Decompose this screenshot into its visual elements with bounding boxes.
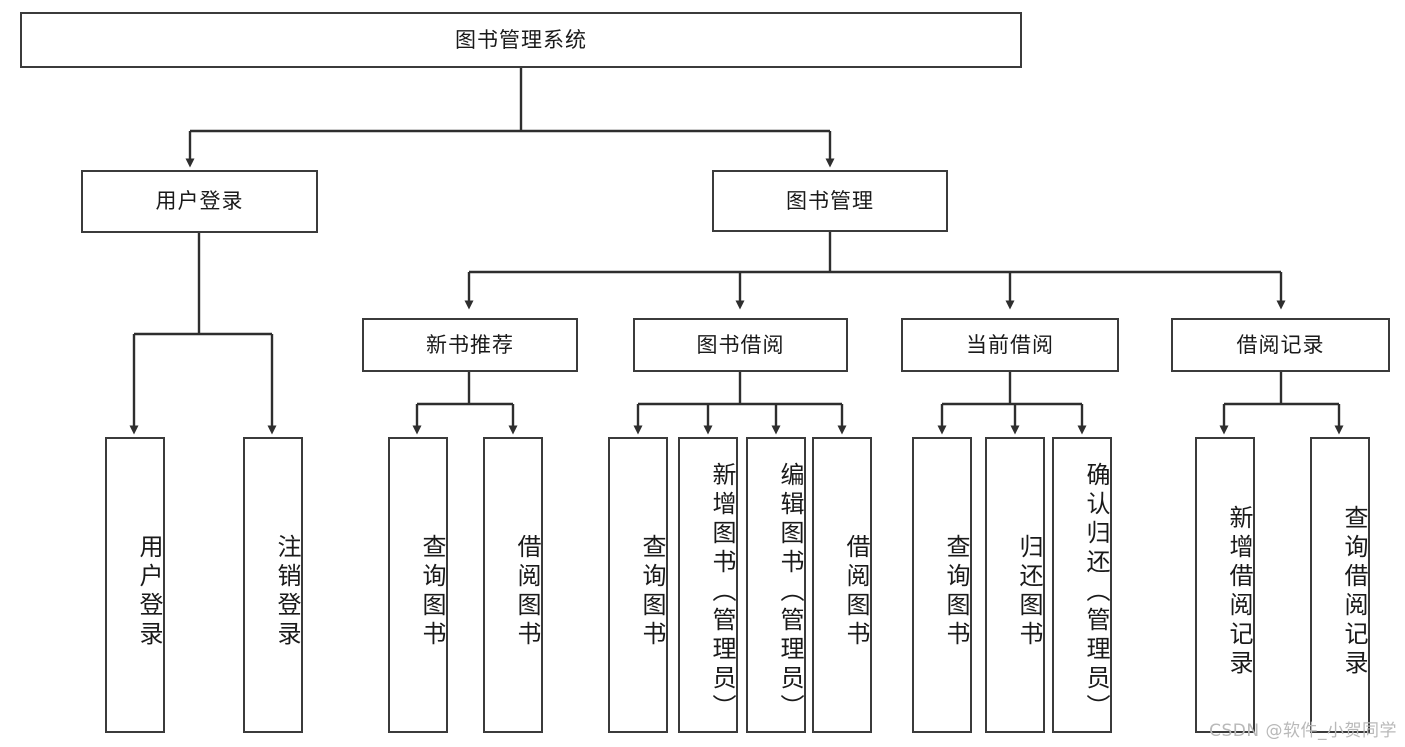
- node-label: 图书管理: [786, 188, 874, 213]
- node-label: 图书管理系统: [455, 27, 587, 52]
- node-label: 查询图书: [418, 534, 446, 650]
- node-label: 查询图书: [942, 534, 970, 650]
- node-leaf-bookborrow-borrow-book[interactable]: 借阅图书: [812, 437, 872, 733]
- node-current-borrow[interactable]: 当前借阅: [901, 318, 1119, 372]
- node-label: 借阅图书: [842, 534, 870, 650]
- node-label: 编辑图书（管理员）: [776, 461, 804, 723]
- node-leaf-bookborrow-edit-book-admin[interactable]: 编辑图书（管理员）: [746, 437, 806, 733]
- node-label: 借阅记录: [1236, 332, 1325, 357]
- node-label: 图书借阅: [696, 332, 785, 357]
- node-label: 借阅图书: [513, 534, 541, 650]
- node-label: 确认归还（管理员）: [1082, 461, 1110, 723]
- node-root-library-management-system[interactable]: 图书管理系统: [20, 12, 1022, 68]
- node-book-borrow[interactable]: 图书借阅: [633, 318, 848, 372]
- node-leaf-borrowrecord-add-record[interactable]: 新增借阅记录: [1195, 437, 1255, 733]
- node-label: 查询借阅记录: [1340, 505, 1368, 679]
- node-label: 新增图书（管理员）: [708, 461, 736, 723]
- watermark: CSDN @软件_小贺同学: [1209, 721, 1397, 741]
- node-user-login[interactable]: 用户登录: [81, 170, 318, 233]
- node-leaf-borrowrecord-query-record[interactable]: 查询借阅记录: [1310, 437, 1370, 733]
- node-borrow-record[interactable]: 借阅记录: [1171, 318, 1390, 372]
- node-leaf-currentborrow-confirm-return-admin[interactable]: 确认归还（管理员）: [1052, 437, 1112, 733]
- node-leaf-newbook-query-book[interactable]: 查询图书: [388, 437, 448, 733]
- node-leaf-bookborrow-add-book-admin[interactable]: 新增图书（管理员）: [678, 437, 738, 733]
- node-book-management[interactable]: 图书管理: [712, 170, 948, 232]
- node-leaf-bookborrow-query-book[interactable]: 查询图书: [608, 437, 668, 733]
- node-label: 新增借阅记录: [1225, 505, 1253, 679]
- node-label: 用户登录: [155, 189, 244, 214]
- node-label: 用户登录: [135, 534, 163, 650]
- node-leaf-user-login-logout[interactable]: 注销登录: [243, 437, 303, 733]
- node-leaf-currentborrow-query-book[interactable]: 查询图书: [912, 437, 972, 733]
- node-label: 新书推荐: [426, 332, 514, 357]
- node-leaf-newbook-borrow-book[interactable]: 借阅图书: [483, 437, 543, 733]
- node-leaf-currentborrow-return-book[interactable]: 归还图书: [985, 437, 1045, 733]
- node-leaf-user-login-login[interactable]: 用户登录: [105, 437, 165, 733]
- node-label: 归还图书: [1015, 534, 1043, 650]
- node-label: 查询图书: [638, 534, 666, 650]
- node-label: 当前借阅: [966, 332, 1054, 357]
- node-label: 注销登录: [273, 534, 301, 650]
- node-new-book-recommend[interactable]: 新书推荐: [362, 318, 578, 372]
